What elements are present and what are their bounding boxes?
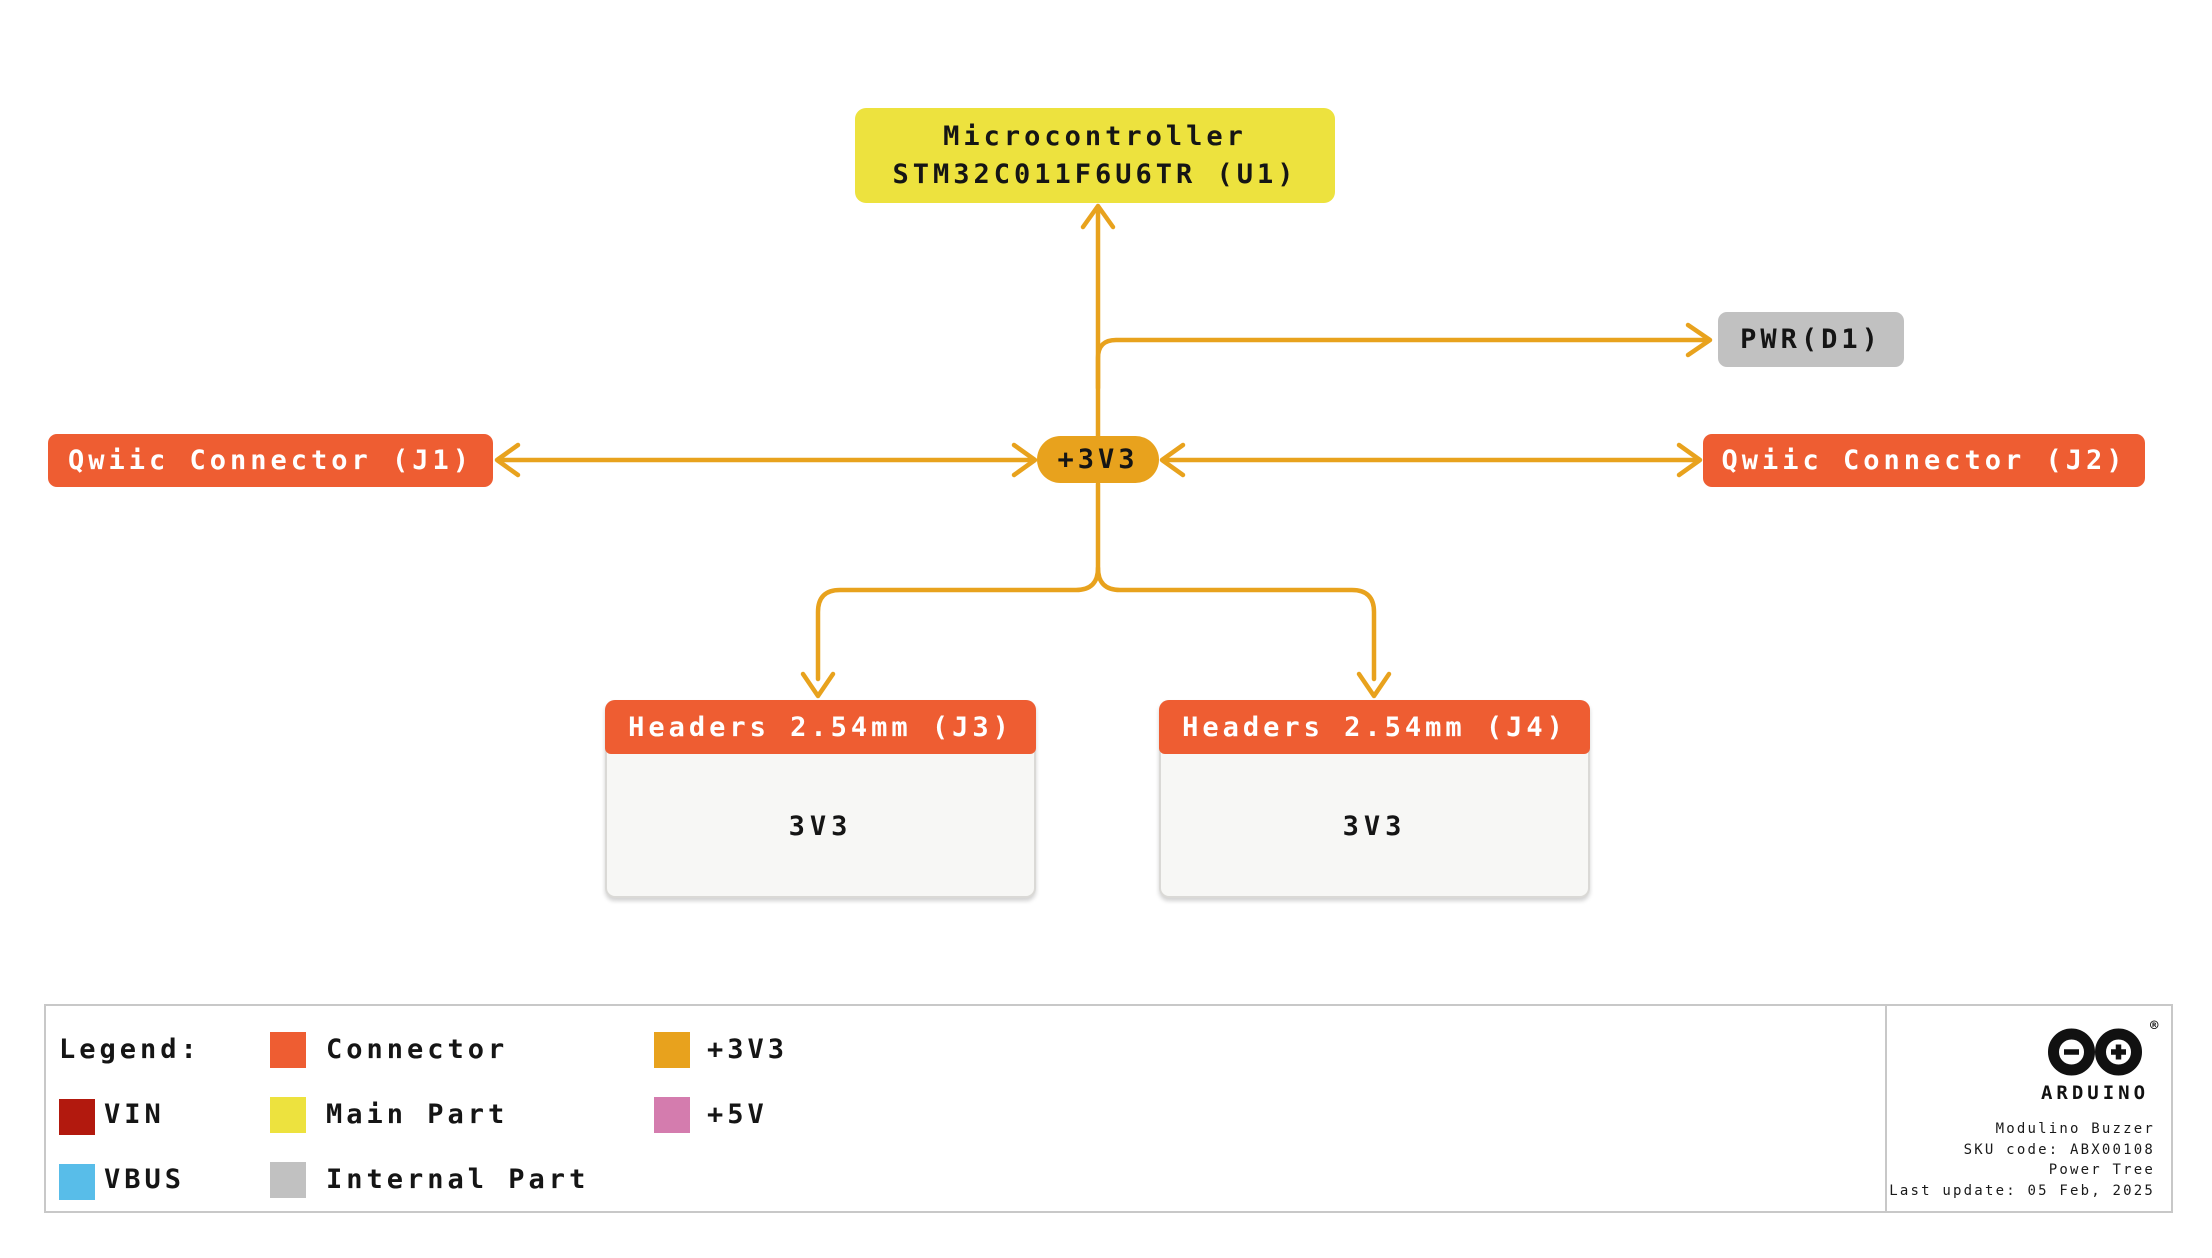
legend-swatch-internal-part: [270, 1162, 306, 1198]
node-headers-j4: Headers 2.54mm (J4) 3V3: [1159, 700, 1590, 898]
arrowhead-into-pwr-icon: [1685, 322, 1713, 358]
arrowhead-into-j3-icon: [800, 671, 836, 699]
legend-label-3v3: +3V3: [707, 1034, 789, 1065]
arrowhead-into-j2-icon: [1676, 442, 1703, 478]
node-headers-j4-title: Headers 2.54mm (J4): [1159, 700, 1590, 754]
arduino-logo-icon: [2048, 1028, 2142, 1076]
node-qwiic-connector-j2: Qwiic Connector (J2): [1703, 434, 2145, 487]
arrowhead-into-j1-icon: [494, 442, 521, 478]
node-microcontroller-line1: Microcontroller: [943, 120, 1247, 152]
footer-sku-code: SKU code: ABX00108: [1963, 1141, 2155, 1158]
legend-title: Legend:: [59, 1034, 201, 1065]
legend-label-vbus: VBUS: [104, 1164, 186, 1195]
legend-swatch-5v: [654, 1097, 690, 1133]
node-headers-j3-value: 3V3: [788, 810, 853, 842]
wire-3v3-to-j4: [1095, 565, 1377, 682]
legend-swatch-vbus: [59, 1164, 95, 1200]
footer-doc-type: Power Tree: [2048, 1162, 2155, 1178]
wire-3v3-to-j3: [815, 481, 1101, 682]
legend-swatch-vin: [59, 1099, 95, 1135]
arrowhead-into-3v3-right-icon: [1159, 442, 1186, 478]
legend-swatch-connector: [270, 1032, 306, 1068]
legend-footer-divider: [1885, 1004, 1887, 1213]
arrowhead-into-j4-icon: [1356, 671, 1392, 699]
arduino-wordmark: ARDUINO: [2040, 1082, 2150, 1104]
legend-swatch-3v3: [654, 1032, 690, 1068]
node-pwr-led: PWR(D1): [1718, 312, 1904, 367]
legend-label-internal-part: Internal Part: [326, 1164, 590, 1195]
footer-last-update: Last update: 05 Feb, 2025: [1889, 1182, 2155, 1199]
node-headers-j3: Headers 2.54mm (J3) 3V3: [605, 700, 1036, 898]
node-headers-j4-value: 3V3: [1342, 810, 1407, 842]
legend-label-main-part: Main Part: [326, 1099, 509, 1130]
legend-swatch-main-part: [270, 1097, 306, 1133]
footer-document-info: Modulino Buzzer SKU code: ABX00108 Power…: [1889, 1119, 2155, 1201]
legend-label-vin: VIN: [104, 1099, 165, 1130]
node-qwiic-connector-j1: Qwiic Connector (J1): [48, 434, 493, 487]
node-microcontroller: Microcontroller STM32C011F6U6TR (U1): [855, 108, 1335, 203]
legend-label-5v: +5V: [707, 1099, 768, 1130]
node-net-3v3: +3V3: [1037, 436, 1159, 483]
node-headers-j3-title: Headers 2.54mm (J3): [605, 700, 1036, 754]
wire-3v3-to-pwr: [1095, 337, 1707, 391]
registered-trademark-icon: ®: [2150, 1018, 2159, 1034]
legend-box: Legend: VIN VBUS Connector Main Part Int…: [44, 1004, 2173, 1213]
arrowhead-into-mcu-icon: [1080, 203, 1116, 230]
node-microcontroller-line2: STM32C011F6U6TR (U1): [892, 158, 1298, 190]
legend-label-connector: Connector: [326, 1034, 509, 1065]
arrowhead-into-3v3-left-icon: [1011, 442, 1038, 478]
footer-product-name: Modulino Buzzer: [1995, 1121, 2155, 1137]
